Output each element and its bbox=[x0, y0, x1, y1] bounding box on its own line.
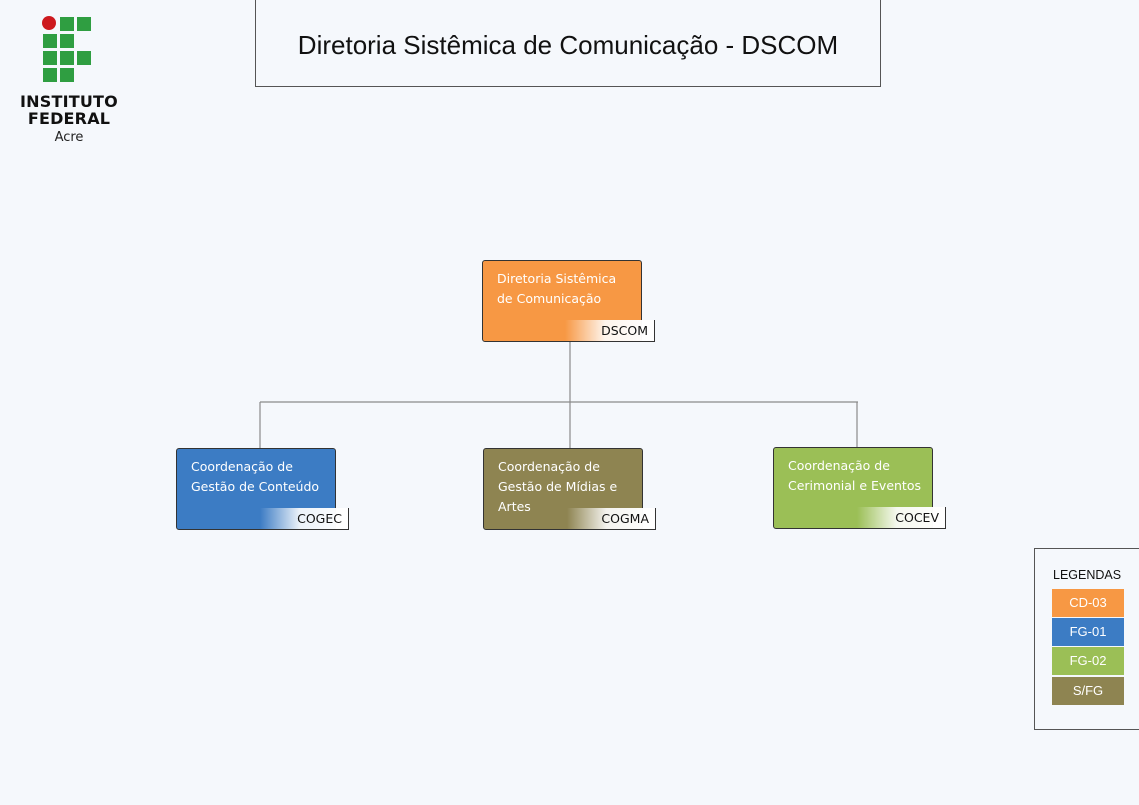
legend-item-fg01: FG-01 bbox=[1052, 618, 1124, 646]
org-node-label: Coordenação de Cerimonial e Eventos bbox=[788, 458, 921, 493]
legend-item-sfg: S/FG bbox=[1052, 677, 1124, 705]
logo-text-acre: Acre bbox=[54, 130, 84, 145]
org-node-code-dscom: DSCOM bbox=[565, 320, 655, 342]
logo-mark-icon bbox=[42, 16, 91, 82]
legend: LEGENDAS CD-03 FG-01 FG-02 S/FG bbox=[1034, 548, 1139, 730]
legend-title: LEGENDAS bbox=[1053, 568, 1122, 582]
page-title: Diretoria Sistêmica de Comunicação - DSC… bbox=[297, 30, 839, 60]
org-node-label: Coordenação de Gestão de Conteúdo bbox=[191, 459, 320, 494]
org-node-label: Coordenação de Gestão de Mídias e Artes bbox=[498, 459, 618, 514]
org-node-code-cogma: COGMA bbox=[567, 508, 656, 530]
org-node-code-cocev: COCEV bbox=[857, 507, 946, 529]
legend-item-cd03: CD-03 bbox=[1052, 589, 1124, 617]
logo-text-instituto: INSTITUTO bbox=[20, 92, 118, 111]
logo-text-federal: FEDERAL bbox=[27, 109, 111, 128]
institute-logo: INSTITUTO FEDERAL Acre bbox=[16, 16, 122, 151]
org-node-label: Diretoria Sistêmica de Comunicação bbox=[497, 271, 617, 306]
page-title-box: Diretoria Sistêmica de Comunicação - DSC… bbox=[255, 0, 881, 87]
org-node-code-cogec: COGEC bbox=[260, 508, 349, 530]
legend-item-fg02: FG-02 bbox=[1052, 647, 1124, 675]
